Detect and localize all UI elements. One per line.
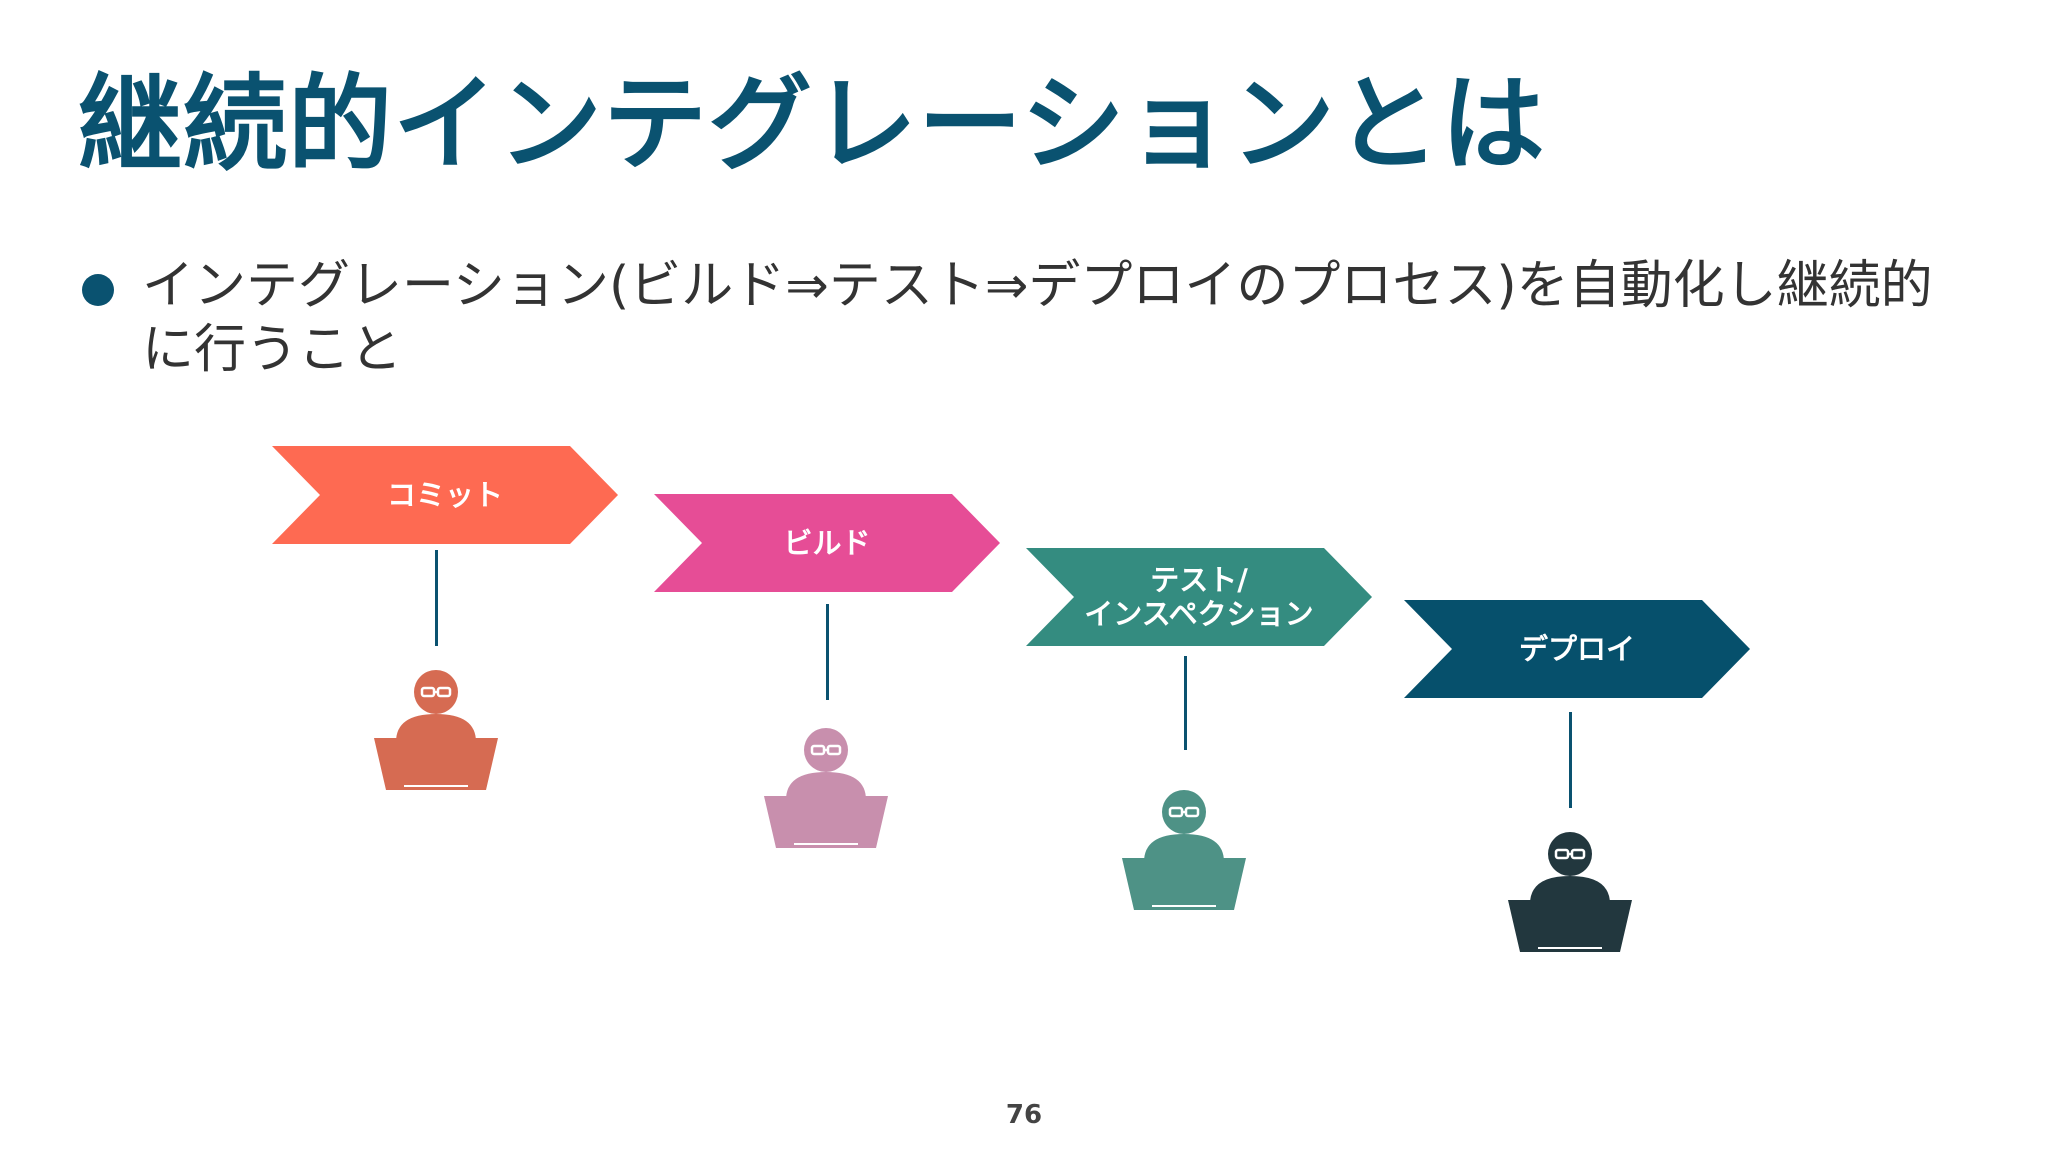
developer-at-laptop-icon	[374, 670, 498, 790]
slide-title: 継続的インテグレーションとは	[78, 63, 1546, 185]
step-label: ビルド	[783, 526, 871, 560]
page-number: 76	[1005, 1100, 1043, 1130]
step-label: テスト/ インスペクション	[1084, 563, 1314, 631]
connector-line	[1184, 656, 1187, 750]
developer-at-laptop-icon	[1508, 832, 1632, 952]
arrow-shape	[272, 446, 618, 544]
bullet-dot	[82, 274, 114, 306]
connector-line	[1569, 712, 1572, 808]
connector-line	[435, 550, 438, 646]
arrow-shape	[654, 494, 1000, 592]
bullet-text: インテグレーション(ビルド⇒テスト⇒デプロイのプロセス)を自動化し継続的に行うこ…	[142, 256, 1933, 380]
arrow-shape	[1026, 548, 1372, 646]
step-label: コミット	[386, 478, 503, 512]
arrow-shape	[1404, 600, 1750, 698]
developer-at-laptop-icon	[764, 728, 888, 848]
step-label: デプロイ	[1518, 632, 1635, 666]
developer-at-laptop-icon	[1122, 790, 1246, 910]
connector-line	[826, 604, 829, 700]
